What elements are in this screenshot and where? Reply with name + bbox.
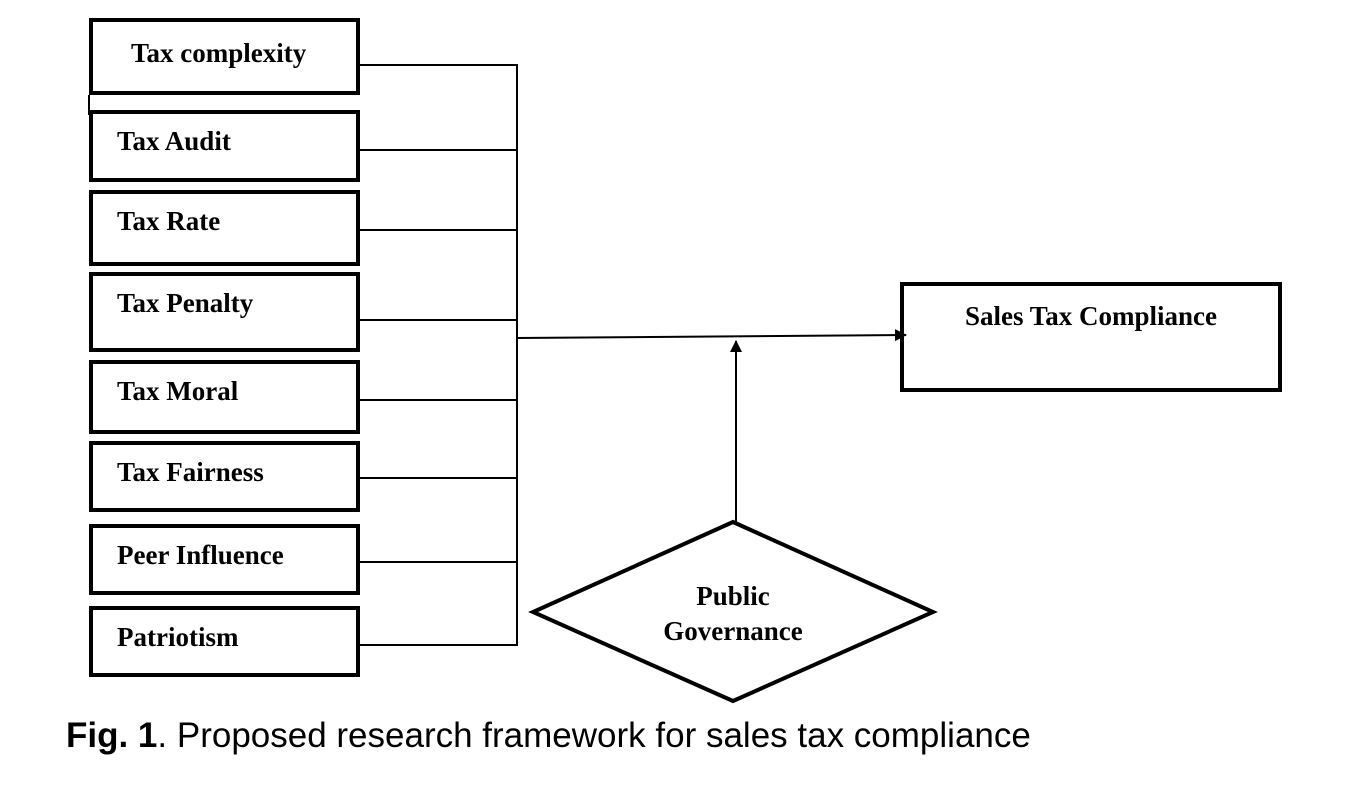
factor-box-patriotism: Patriotism [89,606,360,677]
factor-box-tax-penalty: Tax Penalty [89,272,360,352]
factor-label: Tax Rate [117,206,221,236]
factor-box-tax-fairness: Tax Fairness [89,441,360,512]
caption-text: . Proposed research framework for sales … [157,716,1031,755]
moderator-label: Public Governance [613,579,853,649]
factor-box-tax-complexity: Tax complexity [89,18,360,95]
moderator-label-line2: Governance [663,616,803,646]
factor-label: Tax Penalty [117,288,254,318]
factor-label: Peer Influence [117,540,284,570]
factor-label: Tax Moral [117,376,239,406]
figure-caption: Fig. 1. Proposed research framework for … [66,716,1031,756]
moderator-diamond [528,519,938,704]
factor-label: Tax Audit [117,126,231,156]
caption-figure-label: Fig. 1 [66,716,158,755]
outcome-box: Sales Tax Compliance [900,282,1282,392]
moderator-label-line1: Public [696,581,770,611]
factor-box-peer-influence: Peer Influence [89,524,360,595]
factor-label: Patriotism [117,622,239,652]
factor-label: Tax complexity [131,38,307,68]
arrow-to-outcome [516,329,907,342]
factor-box-tax-moral: Tax Moral [89,360,360,434]
factor-box-tax-rate: Tax Rate [89,190,360,266]
factor-box-tax-audit: Tax Audit [89,110,360,182]
outcome-label: Sales Tax Compliance [964,301,1218,331]
factor-label: Tax Fairness [117,457,264,487]
